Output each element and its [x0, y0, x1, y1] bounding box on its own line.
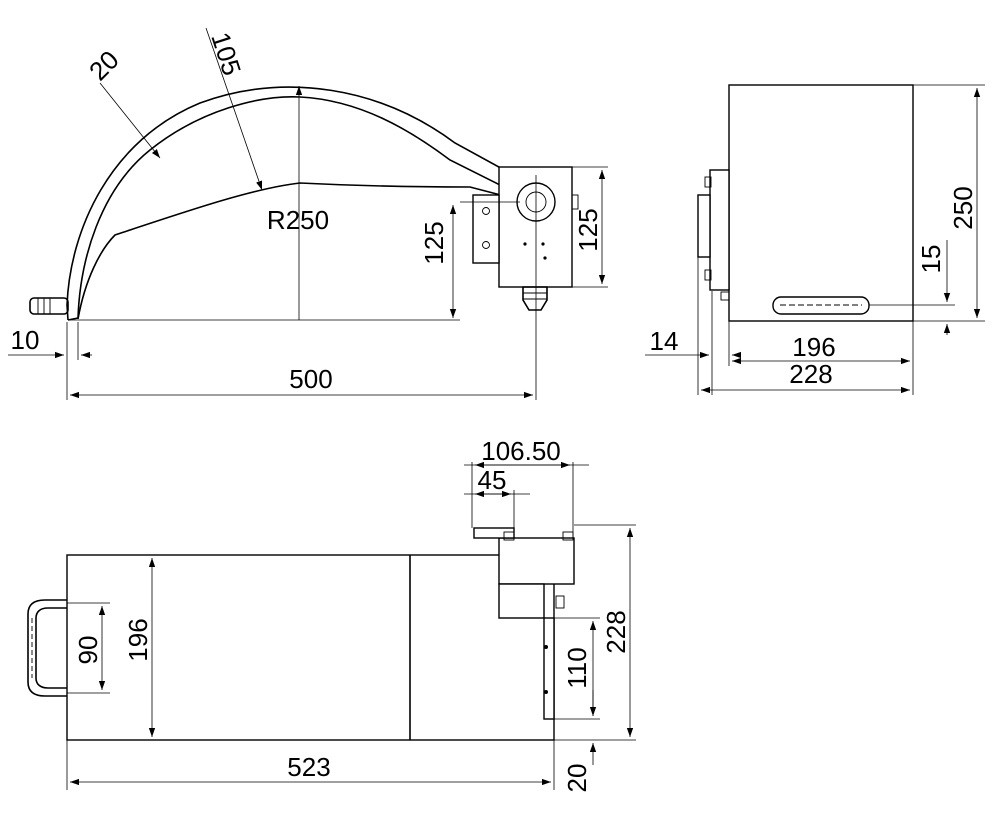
- dim-20-leader: [99, 82, 161, 159]
- top-view-body: [66, 554, 555, 741]
- dim-125-right-label: 125: [573, 208, 603, 251]
- dim-15-label: 15: [916, 245, 946, 274]
- dim-125-left-label: 125: [419, 221, 449, 264]
- dim-14-label: 14: [650, 326, 679, 356]
- dim-500-label: 500: [289, 364, 332, 394]
- dim-r250-label: R250: [267, 205, 329, 235]
- dim-10-label: 10: [11, 325, 40, 355]
- curved-arm: [66, 86, 529, 321]
- end-view-handle: [772, 296, 870, 315]
- dim-110-label: 110: [562, 647, 592, 688]
- dim-105-label: 105: [205, 29, 247, 80]
- end-view-body: [728, 84, 914, 322]
- dim-90-label: 90: [73, 636, 103, 665]
- side-view: R250 20 105 125 125 10 500: [8, 27, 608, 400]
- top-view: 106.50 45 90 196 110 228 20 523: [27, 436, 636, 793]
- dim-196-end-label: 196: [792, 332, 835, 362]
- hinge-block: [472, 166, 579, 311]
- dim-228-top-label: 228: [601, 610, 631, 653]
- dim-106-50-label: 106.50: [481, 436, 561, 466]
- dim-196-top-label: 196: [123, 618, 153, 661]
- dim-105-leader: [205, 27, 263, 191]
- dim-45-label: 45: [478, 465, 507, 495]
- dim-523-label: 523: [287, 752, 330, 782]
- dim-20-top-label: 20: [562, 764, 592, 793]
- dim-20-label: 20: [83, 45, 125, 87]
- top-hinge-block: [473, 527, 575, 720]
- top-view-handle: [27, 599, 67, 697]
- dim-228-end-label: 228: [789, 359, 832, 389]
- side-handle-stub: [29, 297, 69, 315]
- end-view-bracket: [697, 169, 730, 301]
- dim-250-label: 250: [948, 186, 978, 229]
- cable-gland: [522, 286, 548, 311]
- end-view: 250 15 14 196 228: [645, 84, 985, 395]
